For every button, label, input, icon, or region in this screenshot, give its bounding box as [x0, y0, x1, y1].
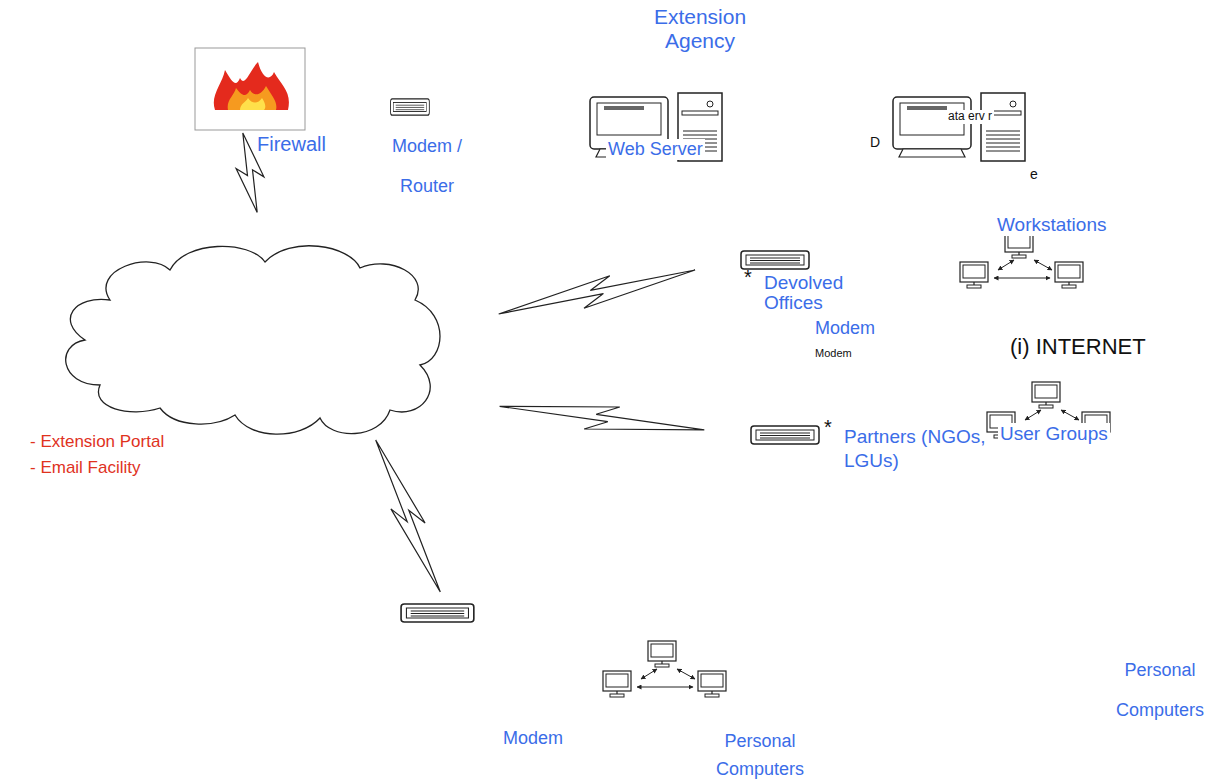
modem-label: Modem [815, 318, 885, 339]
node-text: Modem [503, 728, 583, 749]
node-text: Personal Computers [705, 727, 815, 782]
node-text: - Extension Portal [30, 432, 230, 452]
node-text: D [870, 134, 890, 150]
node-text: Web Server [606, 139, 705, 160]
data-server-icon [893, 93, 1025, 161]
node-text: Firewall [257, 133, 357, 156]
modem-label: Modem [815, 347, 875, 360]
internet-label: (i) INTERNET [1010, 334, 1215, 359]
pc-cluster-node: Personal Computers [603, 641, 733, 701]
node-text: Devolved Offices [764, 273, 869, 313]
node-text: Workstations [995, 214, 1108, 236]
pc-cluster [603, 641, 726, 697]
node-text: Extension Agency [635, 5, 765, 53]
node-text: Partners (NGOs, LGUs) [844, 425, 986, 473]
lightning-link [499, 270, 695, 314]
bottom-modem-node: Modem [400, 603, 475, 623]
workstation-cluster [960, 232, 1083, 288]
node-text: - Email Facility [30, 458, 230, 478]
data-server-node: ata erv rDe [893, 93, 1025, 161]
user-groups-node: User Groups [987, 382, 1117, 442]
internet-cloud-node: - Extension Portal- Email Facility [60, 240, 445, 440]
node-text: Modem / Router [377, 126, 477, 206]
lightning-link [500, 406, 705, 430]
node-text: e [1030, 166, 1050, 182]
partners-modem-node: Partners (NGOs, LGUs) [750, 425, 820, 445]
internet-cloud [66, 246, 440, 434]
asterisk-mark: * [744, 266, 764, 289]
node-text: User Groups [998, 423, 1110, 445]
pc-label: Personal Computers [1100, 650, 1220, 730]
lightning-link [376, 440, 441, 592]
node-text: ata erv r [946, 110, 994, 124]
firewall-icon [195, 48, 305, 130]
router-node: Modem / Router [390, 98, 430, 116]
modem-icon [401, 604, 474, 622]
asterisk-mark: * [824, 416, 844, 439]
web-server-node: Extension AgencyWeb Server [590, 93, 722, 161]
web-server-icon [590, 93, 722, 161]
workstations-node: Workstations [960, 232, 1090, 292]
modem-icon [751, 426, 819, 444]
firewall-node: Firewall [195, 48, 305, 130]
modem-icon [391, 99, 430, 115]
